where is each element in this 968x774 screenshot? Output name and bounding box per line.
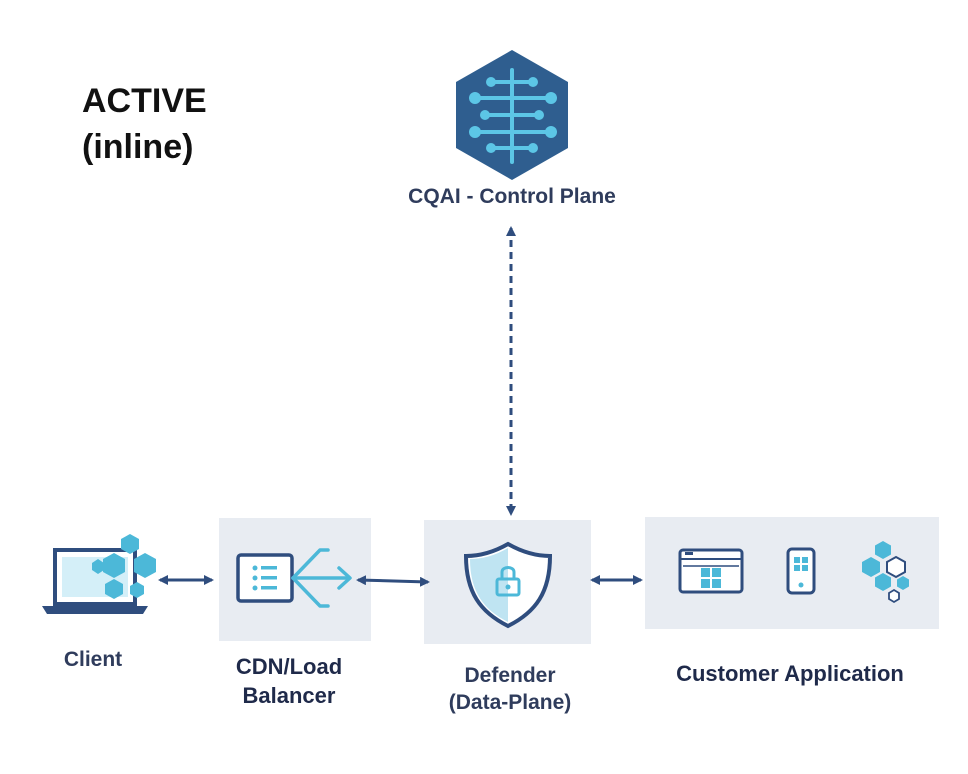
shield-lock-icon [463, 541, 553, 629]
neural-network-hexagon-icon [456, 50, 568, 180]
laptop-with-hexagons-icon [42, 534, 156, 614]
load-balancer-icon [236, 548, 352, 608]
control-plane-label: CQAI - Control Plane [408, 185, 616, 208]
cdn-label: CDN/Load Balancer [209, 652, 369, 710]
mode-title-line1: ACTIVE [82, 82, 207, 120]
customer-app-label: Customer Application [676, 661, 904, 686]
mode-title: ACTIVE (inline) [82, 78, 207, 170]
hexagon-cluster-icon [862, 541, 909, 604]
cdn-defender-arrow [356, 575, 430, 587]
defender-label: Defender (Data-Plane) [420, 662, 600, 716]
client-label: Client [63, 648, 123, 671]
cdn-label-line1: CDN/Load [235, 654, 343, 679]
defender-label-line2: (Data-Plane) [448, 691, 572, 714]
cdn-label-line2: Balancer [242, 683, 336, 708]
mobile-phone-icon [786, 547, 816, 595]
mode-title-line2: (inline) [82, 128, 194, 166]
browser-window-icon [678, 548, 744, 594]
defender-label-line1: Defender [464, 664, 556, 687]
